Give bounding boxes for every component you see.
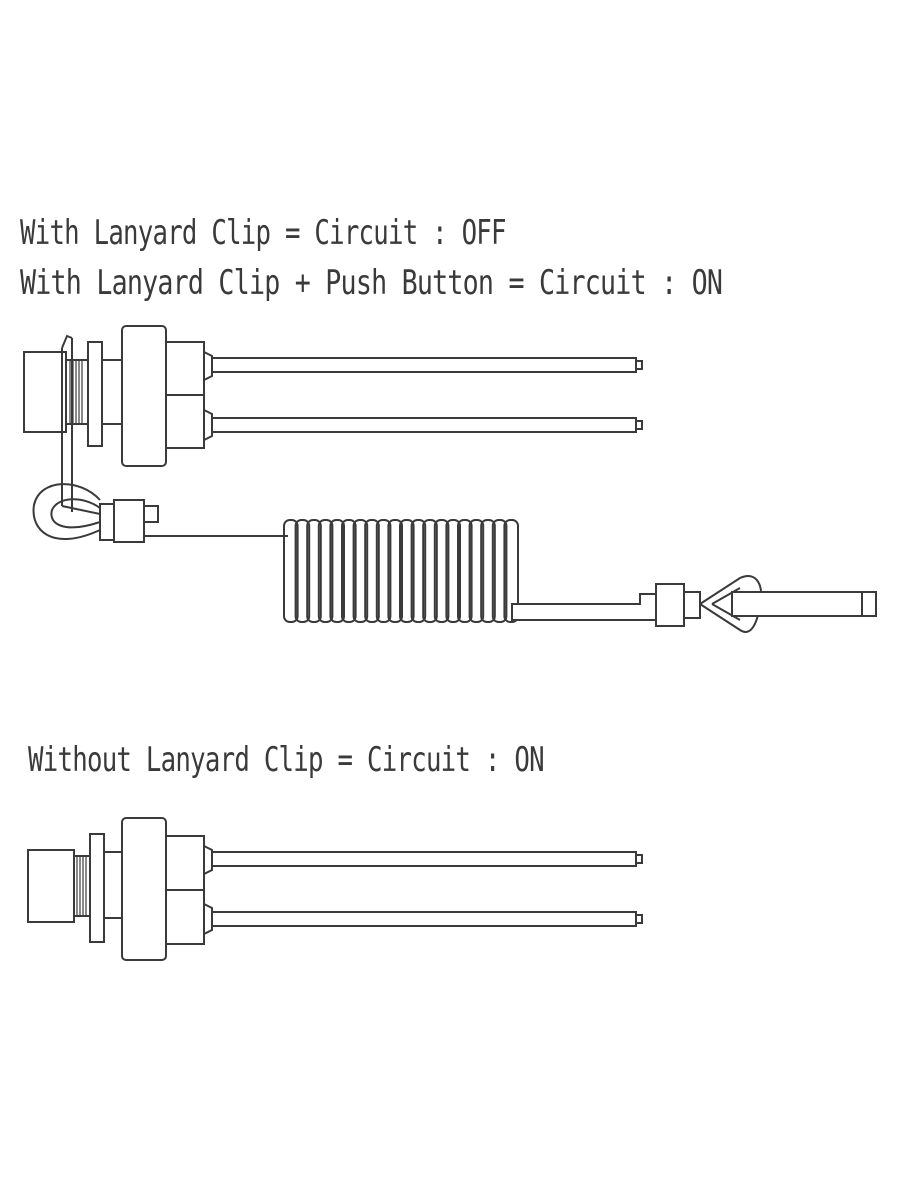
wire-tip <box>635 420 643 430</box>
crimp-sleeve <box>113 499 145 543</box>
coil-loop <box>352 519 369 623</box>
lead-wire <box>211 357 637 373</box>
coil-loop <box>445 519 461 623</box>
right-crimp <box>655 583 685 627</box>
coil-loop <box>480 519 496 623</box>
lead-wire <box>211 911 637 927</box>
switch-neck <box>101 359 123 425</box>
coil-loop <box>468 519 485 623</box>
caption-clip-push-on: With Lanyard Clip + Push Button = Circui… <box>20 263 723 303</box>
lanyard-hook <box>32 483 101 541</box>
coil-loop <box>283 519 299 623</box>
kill-switch-without-clip <box>27 817 643 961</box>
coil-loop <box>503 519 519 623</box>
coiled-cord <box>283 519 519 623</box>
coil-loop <box>317 519 334 623</box>
lanyard-clip-fork <box>61 338 73 512</box>
push-button-cap <box>27 849 75 923</box>
lead-wire <box>211 417 637 433</box>
coil-loop <box>294 519 311 623</box>
coil-loop <box>422 519 438 623</box>
push-button-cap <box>23 351 67 433</box>
coil-loop <box>375 519 392 623</box>
mounting-nut <box>89 833 105 943</box>
crimp-ferrule <box>99 503 115 541</box>
caption-clip-off: With Lanyard Clip = Circuit : OFF <box>20 213 506 253</box>
terminal-collar <box>203 350 213 382</box>
coil-loop <box>399 519 415 623</box>
switch-flange <box>121 817 167 961</box>
wire-tip <box>635 360 643 370</box>
coil-loop <box>306 519 322 623</box>
switch-neck <box>103 851 123 919</box>
thread-lines <box>76 856 87 916</box>
lanyard-clip-tab <box>731 591 877 617</box>
crimp-end <box>143 505 159 523</box>
coil-loop <box>387 519 403 623</box>
caption-without-clip-on: Without Lanyard Clip = Circuit : ON <box>28 740 545 780</box>
lanyard-cord <box>32 483 877 633</box>
coil-loop <box>410 519 427 623</box>
kill-switch-with-clip <box>23 325 643 512</box>
coil-loop <box>341 519 357 623</box>
switch-flange <box>121 325 167 467</box>
lead-wire <box>211 851 637 867</box>
terminal-collar <box>203 902 213 936</box>
terminal-collar <box>203 844 213 876</box>
coil-loop <box>329 519 345 623</box>
wire-tip <box>635 914 643 924</box>
terminal-collar <box>203 408 213 442</box>
coil-loop <box>364 519 380 623</box>
coil-loop <box>433 519 450 623</box>
mounting-nut <box>87 341 103 447</box>
right-crimp-end <box>683 591 701 619</box>
coil-loop <box>457 519 473 623</box>
cord-tail <box>511 593 657 621</box>
wire-tip <box>635 854 643 864</box>
coil-loop <box>491 519 508 623</box>
